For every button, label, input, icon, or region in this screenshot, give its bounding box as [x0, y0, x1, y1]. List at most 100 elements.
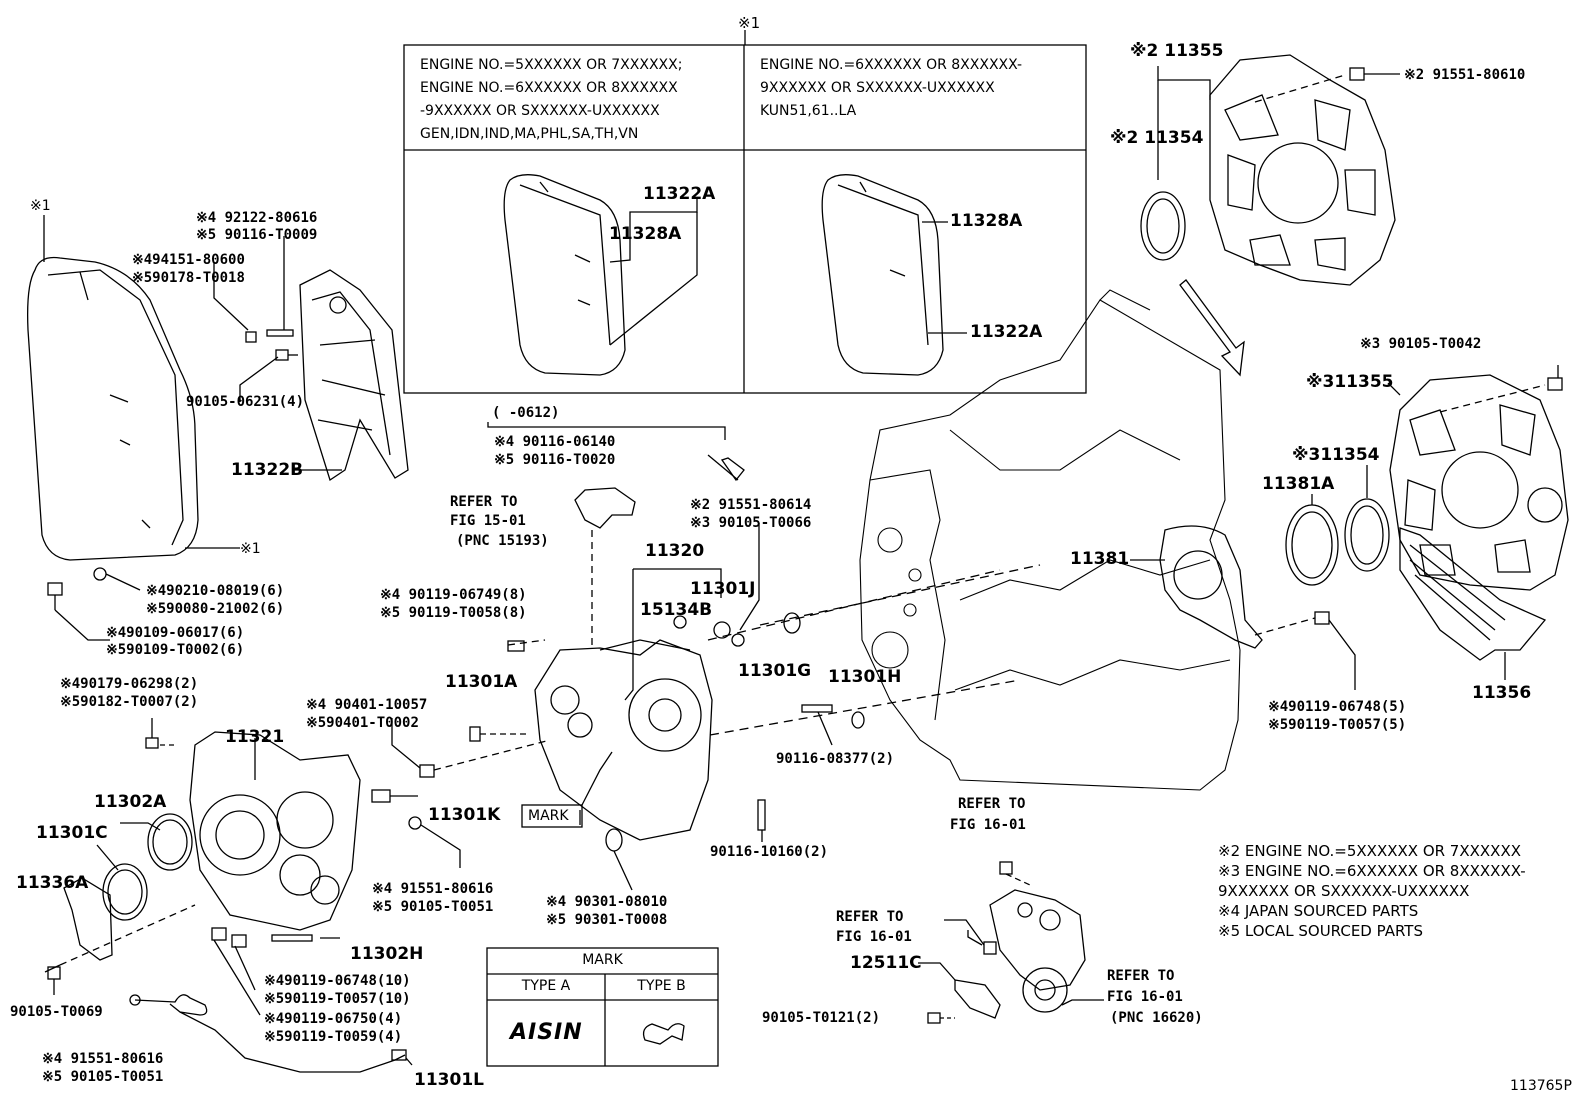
callout-91551-80616-bottom: ※4 91551-80616	[42, 1051, 164, 1067]
variant-right-line-2: 9XXXXXX OR SXXXXXX-UXXXXXX	[760, 80, 995, 96]
callout-90401-10057: ※4 90401-10057	[306, 697, 428, 713]
callout-90119-06748-10: ※490119-06748(10)	[264, 973, 411, 989]
callout-90109-t0002: ※590109-T0002(6)	[106, 642, 245, 658]
callout-refer-16-2-line2: FIG 16-01	[836, 929, 912, 945]
callout-90119-t0057-5: ※590119-T0057(5)	[1268, 717, 1407, 733]
note-x3-line2: 9XXXXXX OR SXXXXXX-UXXXXXX	[1218, 882, 1470, 900]
note-x3-line1: ※3 ENGINE NO.=6XXXXXX OR 8XXXXXX-	[1218, 862, 1526, 880]
variant-right-label-11328a: 11328A	[950, 211, 1023, 231]
callout-90105-t0051-bottom: ※5 90105-T0051	[42, 1069, 164, 1085]
callout-90210-08019: ※490210-08019(6)	[146, 583, 285, 599]
callout-11301c: 11301C	[36, 823, 108, 843]
callout-11320: 11320	[645, 541, 705, 561]
variant-left-line-2: ENGINE NO.=6XXXXXX OR 8XXXXXX	[420, 80, 678, 96]
callout-90116-t0020: ※5 90116-T0020	[494, 452, 616, 468]
callout-x1-side: ※1	[240, 541, 261, 557]
callout-90119-06749: ※4 90119-06749(8)	[380, 587, 527, 603]
callout-11301k: 11301K	[428, 805, 501, 825]
variant-left-line-4: GEN,IDN,IND,MA,PHL,SA,TH,VN	[420, 126, 639, 142]
callout-90178-t0018: ※590178-T0018	[132, 270, 245, 286]
callout-11301l: 11301L	[414, 1070, 484, 1090]
variant-right-label-11322a: 11322A	[970, 322, 1043, 342]
callout-90301-08010: ※4 90301-08010	[546, 894, 668, 910]
callout-11302a: 11302A	[94, 792, 167, 812]
callout-94151-80600: ※494151-80600	[132, 252, 245, 268]
callout-x1-top: ※1	[30, 198, 51, 214]
engine-block	[859, 289, 1241, 791]
mark-callout-frame	[521, 804, 583, 828]
mark-table-type-b: TYPE B	[637, 978, 686, 994]
callout-90401-t0002: ※590401-T0002	[306, 715, 419, 731]
callout-11301a: 11301A	[445, 672, 518, 692]
callout-90119-t0059: ※590119-T0059(4)	[264, 1029, 403, 1045]
plate-x2-11355	[1140, 54, 1400, 377]
callout-90119-06748-5: ※490119-06748(5)	[1268, 699, 1407, 715]
callout-refer-16-3-line3: (PNC 16620)	[1110, 1010, 1203, 1026]
callout-90119-t0057-10: ※590119-T0057(10)	[264, 991, 411, 1007]
callout-90105-t0069: 90105-T0069	[10, 1004, 103, 1020]
callout-90182-t0007: ※590182-T0007(2)	[60, 694, 199, 710]
mark-callout-leader	[581, 751, 613, 806]
callout-90109-06017: ※490109-06017(6)	[106, 625, 245, 641]
callout-x3-90105-t0042: ※3 90105-T0042	[1360, 336, 1482, 352]
type-b-mark-icon	[642, 1023, 685, 1045]
callout-90116-08377: 90116-08377(2)	[776, 751, 895, 767]
callout-refer-15-line3: (PNC 15193)	[456, 533, 549, 549]
callout-90105-t0066: ※3 90105-T0066	[690, 515, 812, 531]
callout-11301g: 11301G	[738, 661, 812, 681]
timing-cover-left	[27, 215, 240, 561]
variant-left-line-3: -9XXXXXX OR SXXXXXX-UXXXXXX	[420, 103, 660, 119]
variant-right-line-3: KUN51,61..LA	[760, 103, 857, 119]
callout-x2-91551-80610: ※2 91551-80610	[1404, 67, 1526, 83]
callout-11336a: 11336A	[16, 873, 89, 893]
mark-table-type-a: TYPE A	[521, 978, 571, 994]
callout-90105-t0121: 90105-T0121(2)	[762, 1010, 881, 1026]
figure-id: 113765P	[1510, 1078, 1572, 1094]
callout-x3-11355: ※311355	[1306, 372, 1394, 392]
callout-refer-16-2-line1: REFER TO	[836, 909, 904, 925]
callout-x2-11354: ※2 11354	[1110, 128, 1204, 148]
callout-90105-06231: 90105-06231(4)	[186, 394, 305, 410]
variant-left-label-11328a: 11328A	[609, 224, 682, 244]
callout-refer-16-1-line2: FIG 16-01	[950, 817, 1026, 833]
mark-table-frame	[486, 947, 719, 1067]
callout-11322b: 11322B	[231, 460, 304, 480]
variant-table-mark: ※1	[738, 14, 761, 32]
callout-91551-80616-mid: ※4 91551-80616	[372, 881, 494, 897]
tensioner-12511c	[918, 861, 1104, 1024]
callout-refer-15-line1: REFER TO	[450, 494, 518, 510]
note-x5: ※5 LOCAL SOURCED PARTS	[1218, 922, 1423, 940]
callout-11381: 11381	[1070, 549, 1130, 569]
callout-90116-10160: 90116-10160(2)	[710, 844, 829, 860]
callout-12511c: 12511C	[850, 953, 922, 973]
mark-table-title: MARK	[582, 952, 623, 968]
callout-90080-21002: ※590080-21002(6)	[146, 601, 285, 617]
callout-11381a: 11381A	[1262, 474, 1335, 494]
note-x4: ※4 JAPAN SOURCED PARTS	[1218, 902, 1419, 920]
plate-x3-11355	[1130, 365, 1569, 690]
callout-x3-11354: ※311354	[1292, 445, 1380, 465]
front-cover-11321	[44, 718, 461, 1073]
callout-90116-06140: ※4 90116-06140	[494, 434, 616, 450]
callout-11302h: 11302H	[350, 944, 424, 964]
note-x2: ※2 ENGINE NO.=5XXXXXX OR 7XXXXXX	[1218, 842, 1522, 860]
callout-90179-06298: ※490179-06298(2)	[60, 676, 199, 692]
callout-refer-15-line2: FIG 15-01	[450, 513, 526, 529]
callout-90301-t0008: ※5 90301-T0008	[546, 912, 668, 928]
callout-11356: 11356	[1472, 683, 1532, 703]
callout-90119-06750: ※490119-06750(4)	[264, 1011, 403, 1027]
callout-15134b: 15134B	[640, 600, 713, 620]
variant-left-label-11322a: 11322A	[643, 184, 716, 204]
callout-x2-11355: ※2 11355	[1130, 41, 1224, 61]
variant-left-line-1: ENGINE NO.=5XXXXXX OR 7XXXXXX;	[420, 57, 683, 73]
gasket-11322b	[292, 269, 409, 482]
callout-11321: 11321	[225, 727, 285, 747]
callout-90116-t0009: ※5 90116-T0009	[196, 227, 318, 243]
aisin-logo: AISIN	[510, 1020, 583, 1045]
callout-90105-t0051-mid: ※5 90105-T0051	[372, 899, 494, 915]
callout-91551-80614: ※2 91551-80614	[690, 497, 812, 513]
chain-case-11320	[391, 422, 1041, 891]
callout-11301j: 11301J	[690, 579, 756, 599]
callout-90119-t0058: ※5 90119-T0058(8)	[380, 605, 527, 621]
variant-right-line-1: ENGINE NO.=6XXXXXX OR 8XXXXXX-	[760, 57, 1023, 73]
